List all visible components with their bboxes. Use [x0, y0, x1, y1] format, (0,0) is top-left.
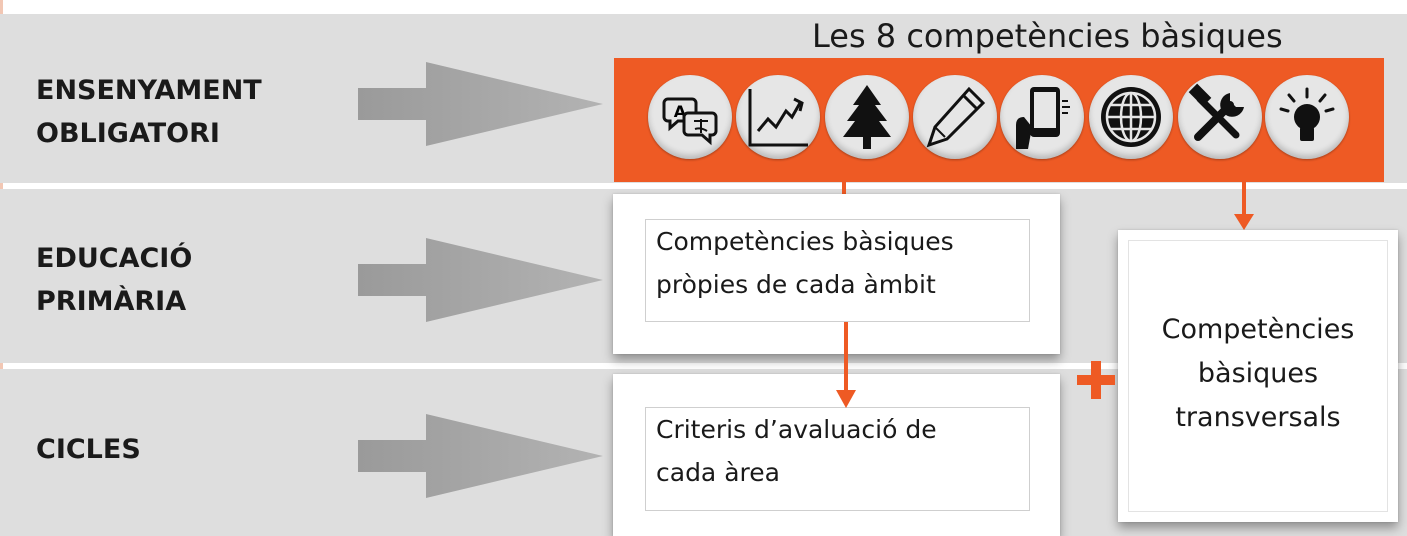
- transversal-box-frame: [1128, 240, 1388, 512]
- translation-icon: A: [648, 75, 732, 159]
- lightbulb-icon: [1265, 75, 1349, 159]
- level-arrow-3: [358, 414, 603, 498]
- evaluation-criteria-box: Criteris d’avaluació de cada àrea: [645, 407, 1030, 511]
- tree-icon: [825, 75, 909, 159]
- tablet-icon: [1000, 75, 1084, 159]
- level-arrow-2: [358, 238, 603, 322]
- arrow-to-evaluation-criteria: [836, 322, 856, 408]
- chart-trend-icon: [736, 75, 820, 159]
- area-competences-box: Competències bàsiques pròpies de cada àm…: [645, 219, 1030, 322]
- level-label-ensenyament-obligatori: ENSENYAMENT OBLIGATORI: [36, 75, 262, 149]
- globe-icon: [1089, 75, 1173, 159]
- plus-icon: [1077, 361, 1115, 399]
- level-label-cicles: CICLES: [36, 434, 141, 465]
- level-arrow-1: [358, 62, 603, 146]
- pencil-icon: [913, 75, 997, 159]
- arrow-to-transversal: [1234, 182, 1254, 230]
- level-label-educacio-primaria: EDUCACIÓ PRIMÀRIA: [36, 243, 193, 317]
- transversal-competences-text: Competències bàsiques transversals: [1161, 314, 1355, 433]
- tools-icon: [1178, 75, 1262, 159]
- competences-header: Les 8 competències bàsiques: [812, 17, 1283, 55]
